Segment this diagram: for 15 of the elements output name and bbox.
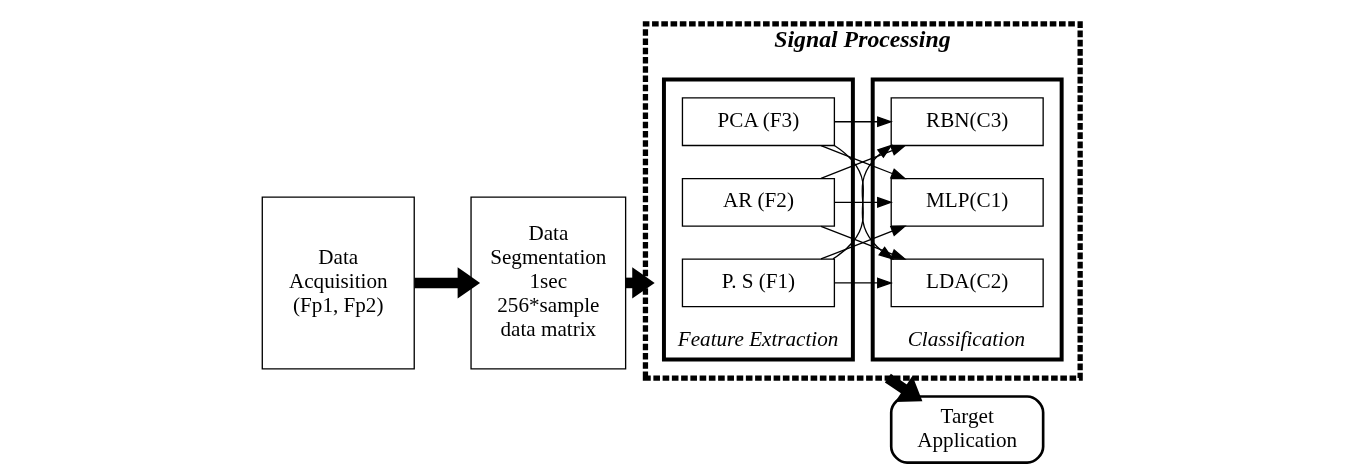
node-box: LDA(C2) [890,258,1044,308]
node-box: Data Segmentation 1sec 256*sample data matrix [470,196,627,370]
node-box: P. S (F1) [681,258,836,308]
arrow [834,116,893,128]
arrow [834,196,893,208]
arrow [834,277,893,289]
node-box: Target Application [889,395,1045,464]
node-box: MLP(C1) [890,177,1044,227]
arrow [414,267,481,299]
node-box: RBN(C3) [890,97,1044,147]
node-box: AR (F2) [681,177,836,227]
arrow [820,225,907,260]
arrow [884,373,923,402]
node-box: Data Acquisition (Fp1, Fp2) [261,196,415,370]
node-box: PCA (F3) [681,97,836,147]
